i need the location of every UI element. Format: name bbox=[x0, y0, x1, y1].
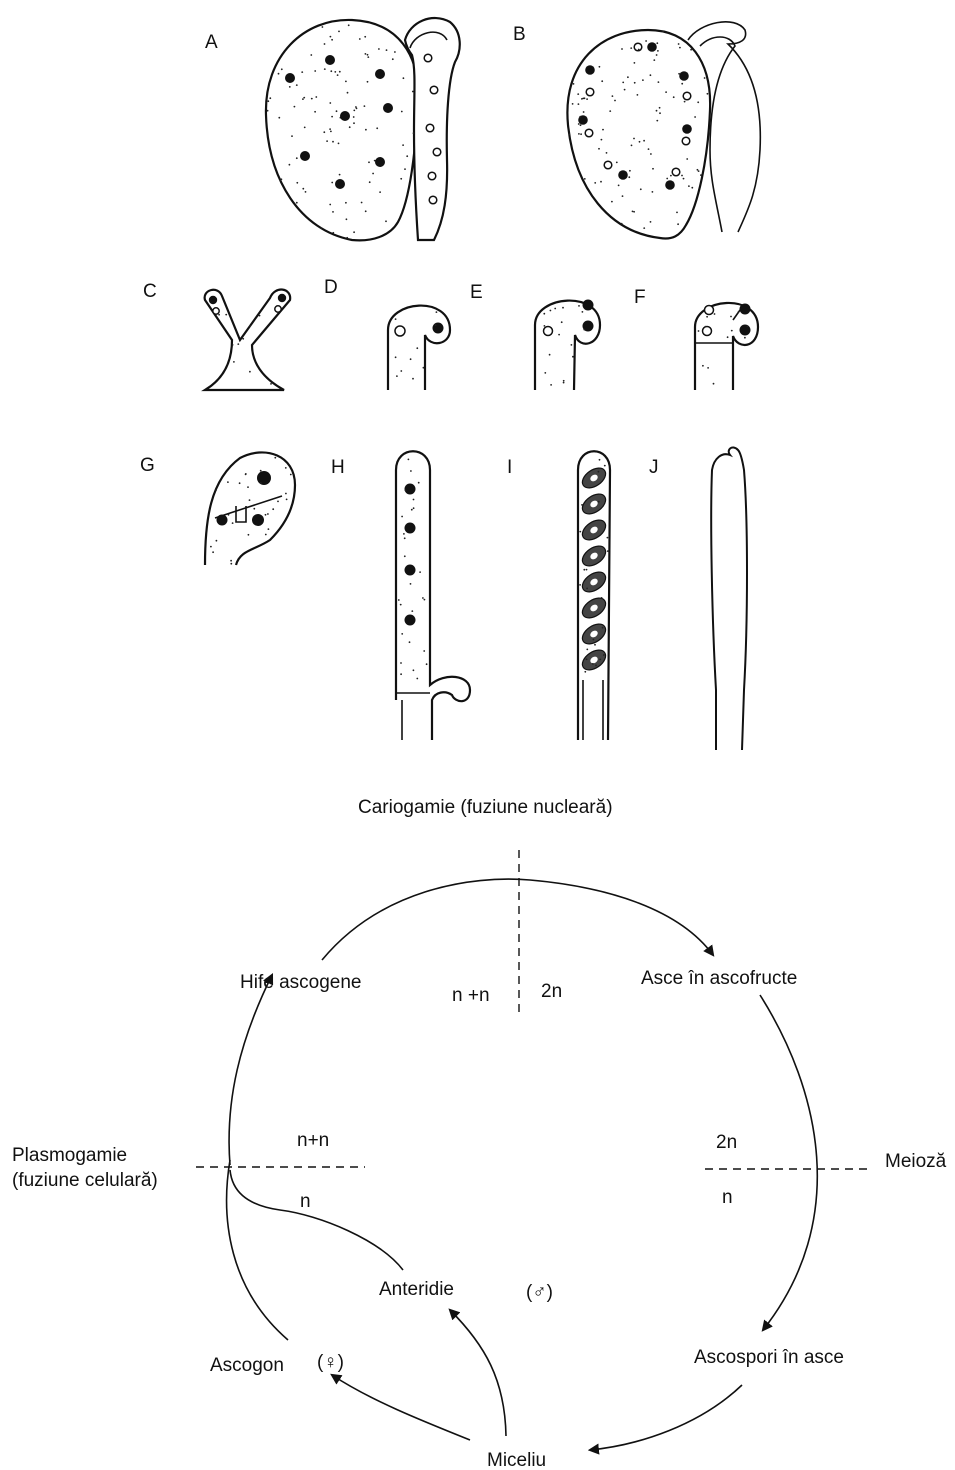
diploid-label-right: 2n bbox=[716, 1132, 737, 1153]
asci-in-ascocarps-label: Asce în ascofructe bbox=[641, 968, 797, 989]
panel-h-young-ascus-drawing bbox=[396, 451, 470, 740]
panel-c-ascogenous-hypha-drawing bbox=[205, 290, 291, 390]
arc-antheridium-to-plasmogamy bbox=[230, 1170, 403, 1270]
meiosis-label: Meioză bbox=[885, 1151, 947, 1172]
dikaryotic-label-top: n +n bbox=[452, 985, 490, 1006]
female-symbol: (♀) bbox=[317, 1352, 344, 1373]
plasmogamy-label-line2: (fuziune celulară) bbox=[12, 1170, 158, 1191]
panel-f-crozier-drawing bbox=[695, 303, 758, 390]
arrow-mycelium-to-ascogon bbox=[332, 1375, 470, 1440]
panel-e-crozier-drawing bbox=[535, 300, 600, 391]
panel-g-ascus-mother-cell-drawing bbox=[205, 452, 295, 565]
panel-label-h: H bbox=[331, 457, 345, 478]
ascogenous-hyphae-label: Hife ascogene bbox=[240, 972, 361, 993]
arrow-ascospores-to-mycelium bbox=[590, 1385, 742, 1450]
panel-label-g: G bbox=[140, 455, 155, 476]
ascogonium-label: Ascogon bbox=[210, 1355, 284, 1376]
panel-i-mature-ascus-drawing bbox=[578, 451, 610, 740]
panel-label-j: J bbox=[649, 457, 659, 478]
haploid-label-left: n bbox=[300, 1191, 311, 1212]
life-cycle-diagram: Cariogamie (fuziune nucleară) Hife ascog… bbox=[12, 797, 947, 1470]
panel-d-crozier-drawing bbox=[388, 306, 450, 390]
arrow-plasmogamy-to-hyphae bbox=[229, 975, 272, 1165]
plasmogamy-label-line1: Plasmogamie bbox=[12, 1145, 127, 1166]
arrow-asci-to-ascospores bbox=[760, 995, 817, 1330]
ascospores-label: Ascospori în asce bbox=[694, 1347, 844, 1368]
karyogamy-label: Cariogamie (fuziune nucleară) bbox=[358, 797, 613, 818]
panel-label-f: F bbox=[634, 287, 646, 308]
panel-label-a: A bbox=[205, 32, 218, 53]
arrow-mycelium-to-antheridium bbox=[450, 1310, 506, 1436]
diploid-label-top: 2n bbox=[541, 981, 562, 1002]
panel-label-e: E bbox=[470, 282, 483, 303]
panel-label-i: I bbox=[507, 457, 512, 478]
panel-label-d: D bbox=[324, 277, 338, 298]
mycelium-label: Miceliu bbox=[487, 1450, 546, 1470]
panel-label-c: C bbox=[143, 281, 157, 302]
dikaryotic-label-left: n+n bbox=[297, 1130, 329, 1151]
male-symbol: (♂) bbox=[526, 1282, 553, 1303]
panel-a-ascogonium-drawing bbox=[266, 18, 460, 240]
antheridium-label: Anteridie bbox=[379, 1279, 454, 1300]
panel-j-empty-ascus-drawing bbox=[711, 447, 747, 750]
arrow-hyphae-to-asci bbox=[322, 879, 713, 960]
haploid-label-right: n bbox=[722, 1187, 733, 1208]
panel-b-ascogonium-drawing bbox=[567, 22, 760, 239]
panel-label-b: B bbox=[513, 24, 526, 45]
